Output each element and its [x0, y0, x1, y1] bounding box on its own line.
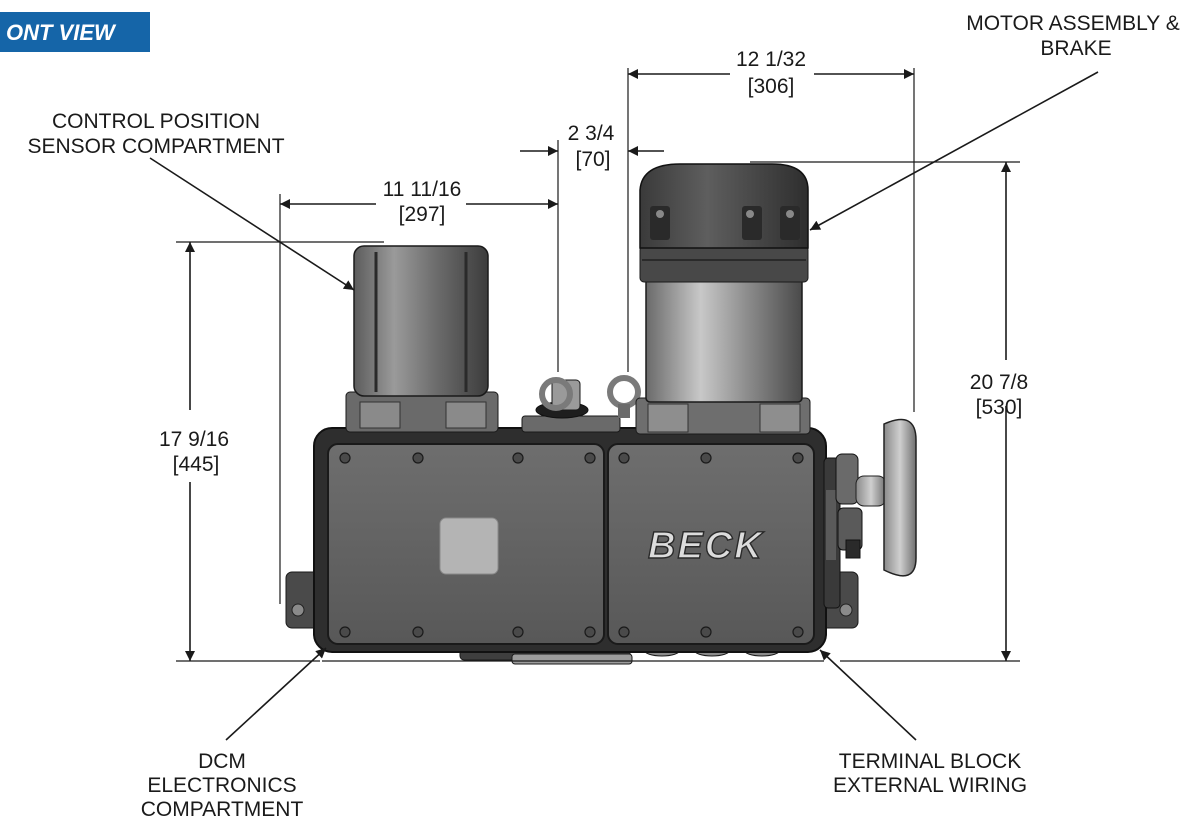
dcm-callout-line2: ELECTRONICS [147, 774, 296, 797]
motor-assembly [635, 163, 811, 435]
brand-logo: BECK [648, 525, 764, 567]
dcm-cover [327, 443, 605, 645]
motor-width-dim: 12 1/32 [736, 48, 806, 71]
dcm-callout-line3: COMPARTMENT [141, 798, 304, 820]
motor-callout-line2: BRAKE [1040, 37, 1111, 60]
sensor-width-dim: 11 11/16 [383, 178, 462, 201]
gap-metric: [70] [575, 148, 610, 171]
actuator: BECK [285, 163, 917, 665]
sensor-compartment-cylinder [345, 245, 499, 433]
total-height-dim: 20 7/8 [970, 371, 1028, 394]
terminal-callout-line2: EXTERNAL WIRING [833, 774, 1027, 797]
sensor-width-metric: [297] [399, 203, 446, 226]
sensor-callout-line2: SENSOR COMPARTMENT [27, 135, 284, 158]
terminal-callout-line1: TERMINAL BLOCK [839, 750, 1021, 773]
callout-labels: MOTOR ASSEMBLY & BRAKE CONTROL POSITION … [27, 12, 1179, 820]
total-height-metric: [530] [976, 396, 1023, 419]
view-tag-label: ONT VIEW [6, 20, 117, 45]
motor-width-metric: [306] [748, 75, 795, 98]
motor-callout-line1: MOTOR ASSEMBLY & [966, 12, 1180, 35]
sensor-height-dim: 17 9/16 [159, 428, 229, 451]
lifting-rings [521, 375, 641, 433]
gap-dim: 2 3/4 [568, 122, 615, 145]
view-tag: ONT VIEW [0, 12, 150, 52]
dcm-callout-line1: DCM [198, 750, 246, 773]
dimension-labels: 12 1/32 [306] 2 3/4 [70] 11 11/16 [297] … [159, 48, 1028, 476]
hand-wheel [823, 418, 917, 609]
terminal-cover: BECK [607, 443, 815, 645]
dimension-lines [149, 68, 1099, 741]
sensor-callout-line1: CONTROL POSITION [52, 110, 260, 133]
sensor-height-metric: [445] [173, 453, 220, 476]
